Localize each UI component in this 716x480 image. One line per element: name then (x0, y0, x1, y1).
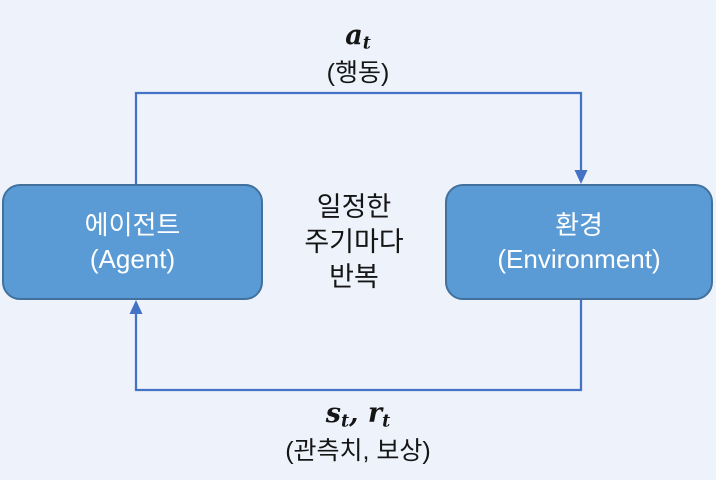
agent-box: 에이전트 (Agent) (2, 184, 263, 300)
action-symbol: at (158, 20, 558, 59)
center-note-line: 일정한 (316, 192, 392, 222)
action-arrow-line (134, 91, 583, 184)
agent-box-subtitle: (Agent) (89, 244, 176, 274)
symbol-separator: , (349, 398, 368, 429)
reward-symbol-subscript: t (382, 411, 391, 432)
arrowhead-up-icon (129, 300, 143, 314)
action-symbol-base: a (345, 20, 363, 51)
center-note-line: 주기마다 (304, 227, 404, 257)
reward-symbol-base: r (367, 398, 383, 429)
feedback-symbols: st, rt (158, 398, 558, 437)
action-caption: (행동) (326, 59, 390, 88)
feedback-label: st, rt (관측치, 보상) (158, 398, 558, 466)
agent-box-title: 에이전트 (84, 210, 181, 240)
action-label: at (행동) (158, 20, 558, 88)
state-symbol-base: s (325, 398, 341, 429)
center-note-line: 반복 (329, 262, 379, 292)
environment-box: 환경 (Environment) (445, 184, 713, 300)
environment-box-title: 환경 (555, 210, 603, 240)
environment-box-subtitle: (Environment) (497, 244, 661, 274)
arrowhead-down-icon (574, 170, 588, 184)
feedback-caption: (관측치, 보상) (285, 437, 431, 466)
state-symbol-subscript: t (340, 411, 350, 432)
feedback-arrow-line (134, 300, 583, 392)
action-symbol-subscript: t (362, 33, 371, 54)
center-note: 일정한 주기마다 반복 (263, 190, 445, 295)
